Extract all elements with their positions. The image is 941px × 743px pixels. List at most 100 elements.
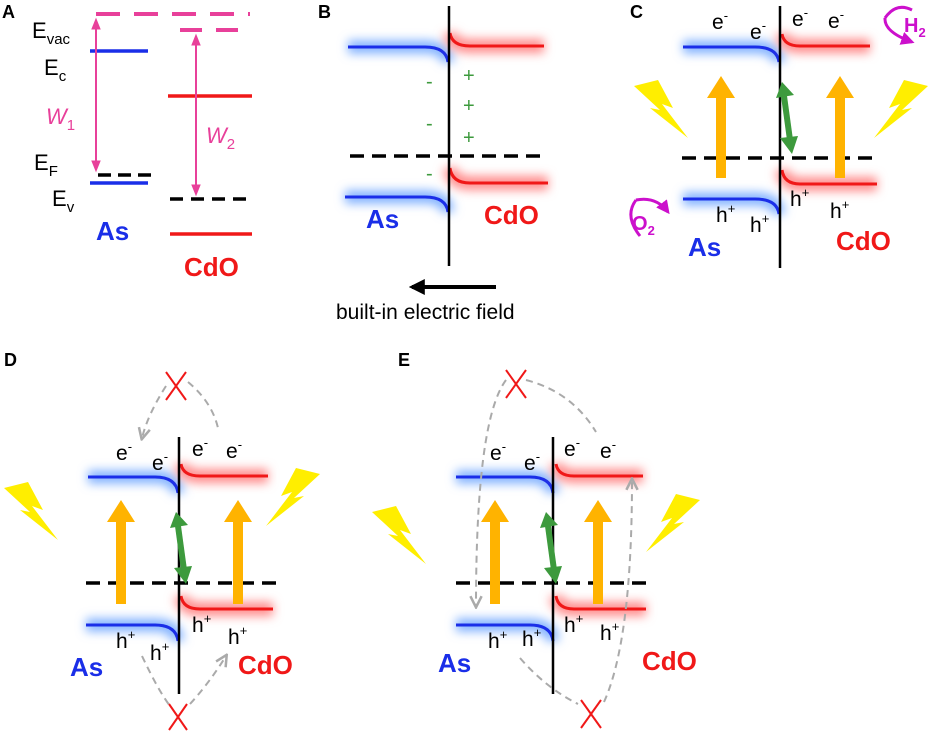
label-cdo-b: CdO — [484, 200, 539, 230]
blocked-cross-icon — [168, 703, 188, 731]
hole-label: h+ — [150, 639, 169, 665]
electron-label: e- — [750, 18, 766, 44]
o2-curved-arrow — [629, 199, 642, 237]
lightning-icon — [874, 80, 928, 138]
hole-label: h+ — [192, 611, 211, 637]
excitation-arrow — [826, 76, 854, 178]
label-e-c: Ec — [44, 55, 67, 85]
built-in-field-caption: built-in electric field — [336, 301, 515, 324]
as-valence-band-c — [683, 197, 781, 215]
as-valence-band-d — [86, 623, 180, 642]
label-as-c: As — [688, 232, 721, 262]
panel-a: A Evac Ec W1 W2 EF Ev As CdO — [2, 2, 252, 282]
as-cb-glow-e — [456, 470, 560, 495]
hole-label: h+ — [564, 611, 583, 637]
h2-label: H2 — [904, 15, 926, 40]
panel-letter-c: C — [630, 2, 643, 22]
panel-c: C e- e- e- e- h+ h+ h+ h+ H2 O2 — [629, 2, 928, 268]
blocked-electron-path — [142, 385, 167, 438]
label-e-vac: Evac — [32, 18, 71, 48]
electron-label: e- — [792, 5, 808, 31]
o2-label: O2 — [632, 213, 655, 238]
electron-label: e- — [600, 437, 616, 463]
cdo-vb-glow-c — [775, 168, 877, 191]
electron-label: e- — [116, 439, 132, 465]
hole-label: h+ — [116, 627, 135, 653]
h2-curved-arrow — [883, 5, 913, 19]
blocked-electron-path — [187, 381, 219, 429]
electron-label: e- — [152, 449, 168, 475]
h2-curved-arrow — [883, 17, 915, 45]
as-conduction-band-d — [88, 475, 180, 494]
electron-label: e- — [828, 7, 844, 33]
hole-label: h+ — [716, 201, 735, 227]
excitation-arrow — [584, 500, 612, 604]
panel-b: B - - - + + + As CdO built-in electric f… — [318, 2, 548, 324]
o2-curved-arrow — [635, 197, 670, 215]
cdo-conduction-band-e — [554, 463, 643, 478]
cdo-vb-glow-d — [174, 594, 273, 616]
hole-label: h+ — [600, 619, 619, 645]
cdo-valence-band-b — [448, 167, 548, 185]
blocked-electron-path — [525, 379, 597, 433]
label-e-f: EF — [34, 150, 58, 180]
excitation-arrow — [107, 500, 135, 604]
blocked-hole-path — [141, 655, 171, 707]
cdo-cb-glow-b — [443, 31, 544, 53]
excitation-arrow — [707, 76, 735, 178]
panel-e: E e- e- e- — [372, 350, 700, 729]
minus-charge: - — [426, 71, 433, 93]
panel-letter-a: A — [2, 2, 15, 22]
label-w1: W1 — [46, 104, 75, 134]
cdo-vb-glow-b — [443, 166, 548, 190]
panel-letter-e: E — [398, 350, 410, 370]
blocked-hole-path — [519, 657, 579, 705]
hole-label: h+ — [488, 627, 507, 653]
lightning-icon — [646, 494, 700, 552]
cdo-conduction-band-c — [780, 33, 870, 48]
minus-charge: - — [426, 163, 433, 185]
blocked-hole-path — [603, 480, 632, 703]
cdo-conduction-band-d — [179, 463, 268, 478]
panel-d: D e- e- e- — [4, 350, 320, 731]
charge-transfer-arrow — [170, 512, 192, 584]
lightning-icon — [372, 506, 426, 564]
plus-charge: + — [463, 65, 475, 87]
as-cb-glow-b — [348, 40, 455, 64]
hole-label: h+ — [790, 185, 809, 211]
label-cdo-d: CdO — [238, 650, 293, 680]
label-cdo-e: CdO — [642, 646, 697, 676]
label-e-v: Ev — [52, 186, 75, 216]
cdo-valence-band-c — [780, 169, 877, 186]
excitation-arrow — [224, 500, 252, 604]
plus-charge: + — [463, 95, 475, 117]
hole-label: h+ — [228, 623, 247, 649]
as-conduction-band-b — [348, 45, 450, 63]
electron-label: e- — [524, 449, 540, 475]
hole-label: h+ — [830, 197, 849, 223]
lightning-icon — [266, 468, 320, 526]
charge-transfer-arrow — [540, 512, 562, 584]
blocked-cross-icon — [580, 699, 602, 729]
blocked-hole-path — [189, 656, 226, 705]
as-valence-band-b — [345, 195, 450, 213]
hole-label: h+ — [750, 211, 769, 237]
label-cdo-a: CdO — [184, 252, 239, 282]
cdo-conduction-band-b — [448, 32, 544, 48]
label-as-b: As — [366, 204, 399, 234]
lightning-icon — [4, 482, 58, 540]
cdo-valence-band-d — [179, 595, 273, 611]
electron-label: e- — [192, 435, 208, 461]
label-as-a: As — [96, 216, 129, 246]
label-as-d: As — [70, 652, 103, 682]
panel-letter-d: D — [4, 350, 17, 370]
electron-label: e- — [712, 8, 728, 34]
cdo-valence-band-e — [554, 595, 646, 611]
hole-label: h+ — [522, 625, 541, 651]
label-w2: W2 — [206, 123, 235, 153]
electron-label: e- — [226, 437, 242, 463]
label-cdo-c: CdO — [836, 226, 891, 256]
blocked-cross-icon — [505, 369, 527, 399]
minus-charge: - — [426, 113, 433, 135]
